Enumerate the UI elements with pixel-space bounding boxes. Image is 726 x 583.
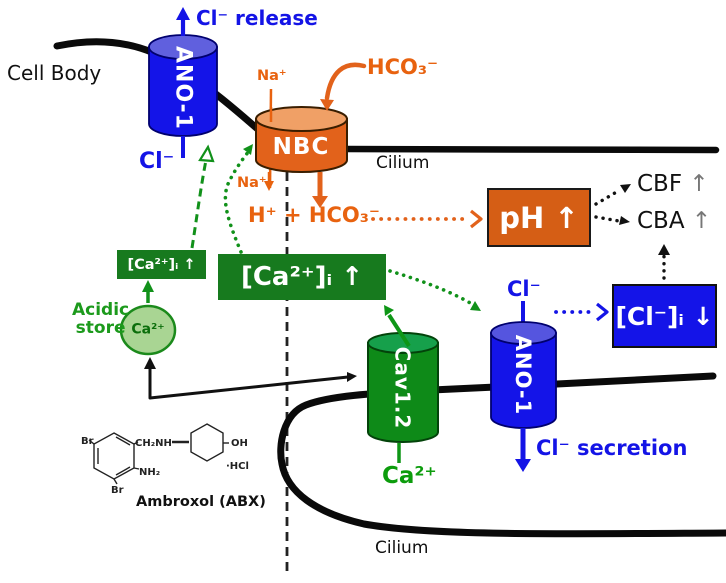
cl-intracellular-text: [Cl⁻]ᵢ ↓ xyxy=(615,301,714,331)
bicarbonate-out-arrow xyxy=(312,172,328,208)
ano1-cellbody-body xyxy=(148,46,218,137)
cba-up-arrow: ↑ xyxy=(691,208,712,234)
ca-big-text: [Ca²⁺]ᵢ ↑ xyxy=(240,262,364,292)
cyclohexane-ring xyxy=(190,423,224,462)
bicarbonate-in-curved-arrow xyxy=(320,62,367,111)
cav12-body xyxy=(367,342,439,443)
ph-up-box: pH ↑ xyxy=(487,188,591,247)
na-out-label: Na⁺ xyxy=(237,175,267,191)
store-to-cabox-arrow xyxy=(142,280,154,303)
cl-upper-ano1-label: Cl⁻ xyxy=(139,149,175,174)
cbf-text: CBF xyxy=(637,171,683,197)
ph-to-cbf-dotted-arrow xyxy=(594,184,631,206)
cl-release-arrow xyxy=(176,7,190,36)
hco3-to-ph-dotted-arrow xyxy=(371,209,483,229)
ano1-cilium-name: ANO-1 xyxy=(511,334,536,416)
nbc-name: NBC xyxy=(272,133,330,160)
ca-cav-ion-label: Ca²⁺ xyxy=(382,463,437,489)
cav12-top xyxy=(367,332,439,354)
acidic-store-line2: store xyxy=(75,318,126,338)
cbf-up-arrow: ↑ xyxy=(689,171,709,197)
ano1-cilium-top xyxy=(490,321,557,345)
cell-body-label: Cell Body xyxy=(7,61,102,85)
cbf-label: CBF ↑ xyxy=(637,172,709,196)
cav12-to-cabox-arrow xyxy=(384,305,411,348)
ano1-cellbody-cylinder xyxy=(148,34,218,137)
ambroxol-name-label: Ambroxol (ABX) xyxy=(136,494,266,510)
cabox-to-ano1-dashed-arrow xyxy=(190,144,215,249)
cba-text: CBA xyxy=(637,208,685,234)
nbc-cylinder xyxy=(255,106,348,173)
ca-store-ion-label: Ca²⁺ xyxy=(131,321,165,338)
cav12-cylinder xyxy=(367,332,439,443)
ano1-to-clbox-dotted-arrow xyxy=(554,302,609,322)
ano1-cellbody-name: ANO-1 xyxy=(170,46,196,130)
cl-secretion-label: Cl⁻ secretion xyxy=(536,436,688,460)
cilium-top-label: Cilium xyxy=(376,153,430,173)
membrane-cilium-top xyxy=(342,145,720,154)
nbc-cylinder-body xyxy=(255,118,348,173)
cl-secretion-arrow xyxy=(515,428,531,472)
ca-big-box: [Ca²⁺]ᵢ ↑ xyxy=(218,254,386,300)
ambroxol-structure: Br CH₂NH NH₂ Br OH ·HCl xyxy=(81,423,249,496)
acidic-store-line1: Acidic xyxy=(72,300,130,320)
cba-label: CBA ↑ xyxy=(637,209,711,233)
ch2nh-label: CH₂NH xyxy=(135,438,172,449)
cav12-name: Cav1.2 xyxy=(390,346,415,430)
cabox-to-nbc-dotted-arrow xyxy=(223,144,253,254)
sodium-efflux-arrow xyxy=(264,172,274,191)
cl-intracellular-box: [Cl⁻]ᵢ ↓ xyxy=(612,284,717,348)
hcl-label: ·HCl xyxy=(226,461,249,472)
oh-label: OH xyxy=(231,438,248,449)
acidic-store-circle xyxy=(119,304,177,356)
benzene-ring xyxy=(93,432,135,480)
ambroxol-action-arrows xyxy=(144,357,357,400)
br-top-label: Br xyxy=(81,436,94,447)
br-bottom-label: Br xyxy=(111,485,124,496)
nbc-cylinder-top xyxy=(255,106,348,132)
ano1-cilium-body xyxy=(490,332,557,429)
ca-small-text: [Ca²⁺]ᵢ ↑ xyxy=(127,256,196,273)
nh2-label: NH₂ xyxy=(139,467,160,478)
ca-small-box: [Ca²⁺]ᵢ ↑ xyxy=(117,250,206,279)
cilium-bottom-label: Cilium xyxy=(375,538,429,558)
clbox-to-cba-dotted-arrow xyxy=(658,244,670,280)
acidic-store-label: Acidic store xyxy=(72,301,129,337)
cabox-to-ano1-cilium-dotted-arrow xyxy=(388,269,481,311)
cl-lower-ano1-label: Cl⁻ xyxy=(507,277,541,301)
ano1-cilium-cylinder xyxy=(490,321,557,429)
ph-up-text: pH ↑ xyxy=(499,200,579,235)
na-in-label: Na⁺ xyxy=(257,68,287,84)
hco3-in-label: HCO₃⁻ xyxy=(367,55,439,79)
cl-release-label: Cl⁻ release xyxy=(196,6,318,30)
ph-to-cba-dotted-arrow xyxy=(594,215,630,225)
h-hco3-label: H⁺ + HCO₃⁻ xyxy=(248,203,380,227)
